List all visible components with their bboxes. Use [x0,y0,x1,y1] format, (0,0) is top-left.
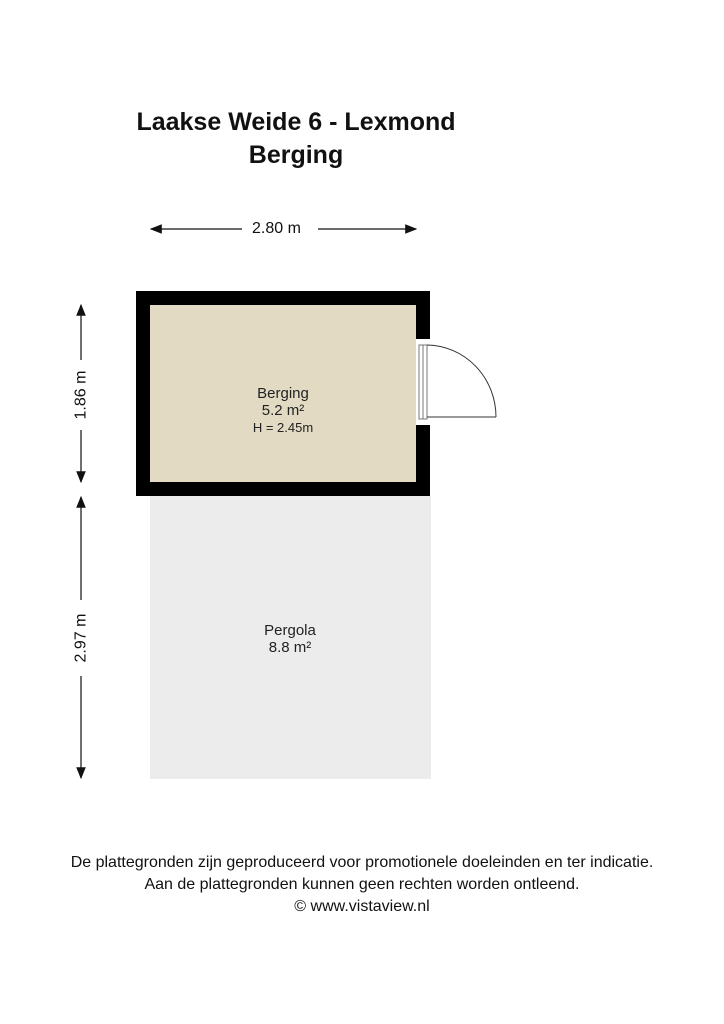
berging-depth-label: 1.86 m [72,366,91,424]
room-name: Pergola [264,622,316,639]
width-dimension-label: 2.80 m [248,220,305,238]
page-subtitle: Berging [248,141,344,169]
room-label-pergola: Pergola 8.8 m² [220,622,360,656]
berging-floor [150,305,416,482]
pergola-depth-label: 2.97 m [72,609,91,667]
disclaimer-line-1: De plattegronden zijn geproduceerd voor … [70,854,654,871]
room-label-berging: Berging 5.2 m² H = 2.45m [213,385,353,436]
copyright: © www.vistaview.nl [294,898,430,915]
room-area: 5.2 m² [261,402,305,419]
room-height: H = 2.45m [252,420,314,435]
room-area: 8.8 m² [268,639,312,656]
room-name: Berging [257,385,309,402]
door-swing [426,344,497,418]
disclaimer-line-2: Aan de plattegronden kunnen geen rechten… [144,876,580,893]
pergola-area [150,496,431,779]
page-title: Laakse Weide 6 - Lexmond [136,108,456,136]
